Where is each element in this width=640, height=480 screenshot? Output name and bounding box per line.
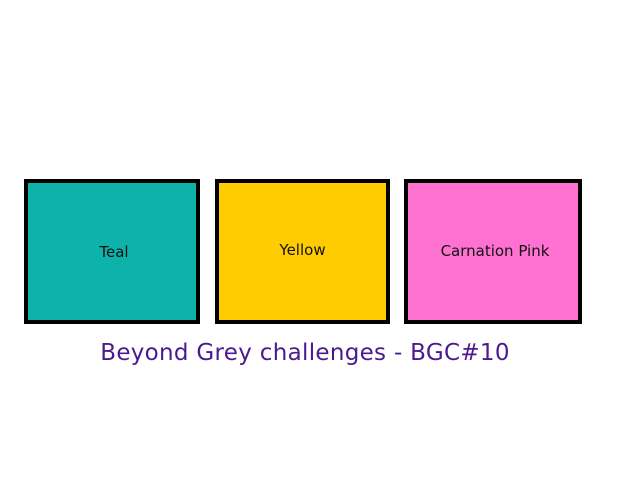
yellow-swatch-label: Yellow [279,241,326,259]
carnation-pink-swatch: Carnation Pink [404,179,582,324]
teal-swatch: Teal [24,179,200,324]
yellow-swatch: Yellow [215,179,390,324]
challenge-caption: Beyond Grey challenges - BGC#10 [100,340,510,366]
carnation-pink-swatch-label: Carnation Pink [440,242,550,260]
teal-swatch-label: Teal [99,243,129,261]
